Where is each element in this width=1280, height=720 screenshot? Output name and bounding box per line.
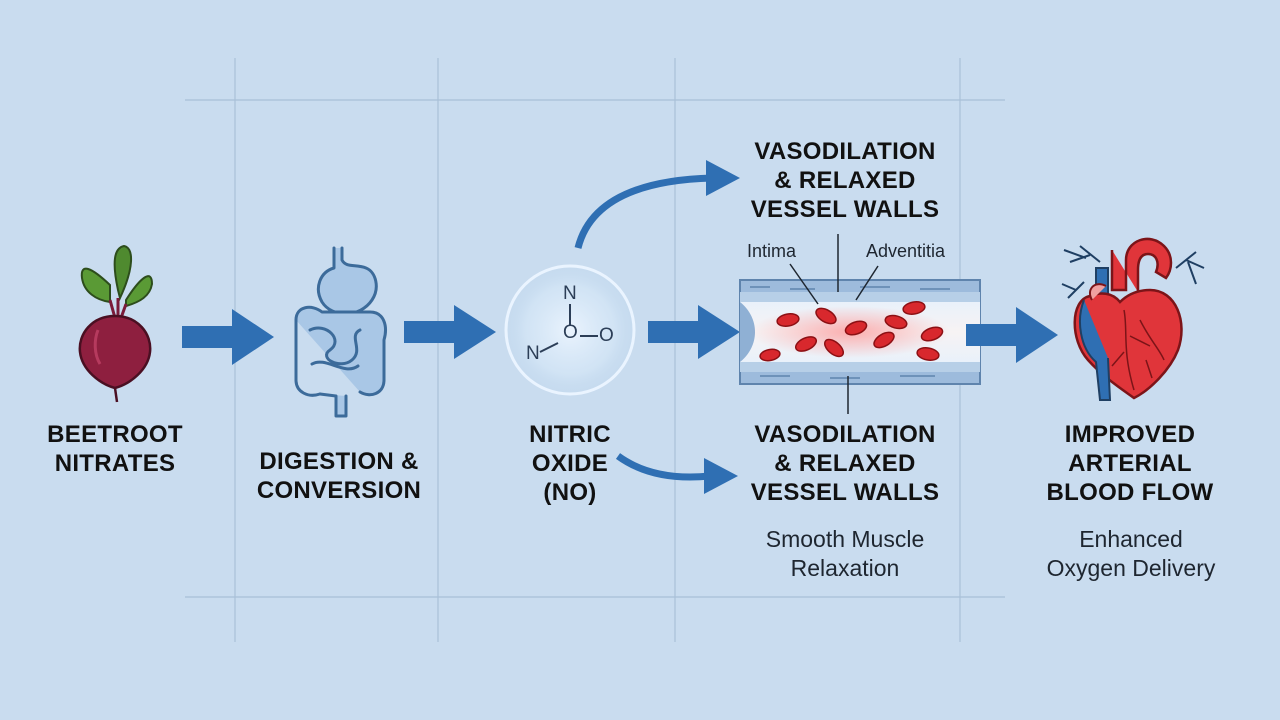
curved-arrow-up <box>574 160 740 249</box>
heart-icon <box>1061 237 1205 401</box>
enhanced-oxygen-delivery-label: Enhanced Oxygen Delivery <box>1046 526 1216 581</box>
intima-label: Intima <box>747 241 797 261</box>
atom-o-center: O <box>563 322 578 343</box>
digestive-system-icon <box>294 246 387 418</box>
curved-arrow-down <box>615 453 738 494</box>
molecule-icon <box>504 264 636 396</box>
beetroot-icon <box>78 244 154 403</box>
arrow-vessel-to-heart <box>966 307 1058 363</box>
vasodilation-bottom-label: VASODILATION & RELAXED VESSEL WALLS <box>750 421 940 506</box>
blood-vessel-icon <box>739 234 981 414</box>
atom-n-top: N <box>563 283 577 304</box>
adventitia-label: Adventitia <box>866 241 946 261</box>
arrow-digestion-to-no <box>404 305 496 359</box>
vasodilation-top-label: VASODILATION & RELAXED VESSEL WALLS <box>750 138 940 223</box>
atom-o-right: O <box>599 325 614 346</box>
nitric-oxide-label: NITRIC OXIDE (NO) <box>529 421 611 506</box>
atom-n-left: N <box>526 343 540 364</box>
arrow-beet-to-digestion <box>182 309 274 365</box>
arrow-no-to-vessel <box>648 305 740 359</box>
improved-blood-flow-label: IMPROVED ARTERIAL BLOOD FLOW <box>1046 421 1214 506</box>
beetroot-nitrates-label: BEETROOT NITRATES <box>47 421 183 477</box>
digestion-conversion-label: DIGESTION & CONVERSION <box>256 448 422 504</box>
smooth-muscle-relaxation-label: Smooth Muscle Relaxation <box>765 526 925 581</box>
